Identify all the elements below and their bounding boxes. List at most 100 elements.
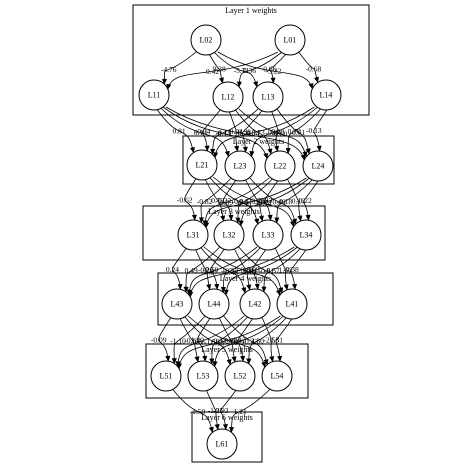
edge-L24-L31 [204, 177, 307, 229]
edge-line [200, 177, 232, 223]
node-L11[interactable]: L11 [138, 79, 170, 111]
node-label: L43 [171, 300, 184, 309]
edge-weight-label: -4.76 [161, 65, 177, 74]
node-circle[interactable] [198, 288, 230, 320]
edge-L14-L23 [249, 106, 319, 158]
edge-weight-label: -0.09 [151, 336, 167, 345]
node-L13[interactable]: L13 [252, 81, 284, 113]
edge-line [275, 315, 295, 362]
edge-weight-label: 1.19 [243, 268, 256, 277]
node-circle[interactable] [186, 149, 218, 181]
node-label: L61 [216, 440, 229, 449]
edge-L44-L51 [171, 315, 206, 365]
node-circle[interactable] [177, 219, 209, 251]
edge-weight-label: -0.89 [217, 198, 233, 207]
edge-weight-label: 0.66 [263, 65, 276, 74]
edge-L21-L34 [212, 176, 295, 228]
edge-line [244, 177, 263, 222]
cluster-title: Layer 2 weights [233, 137, 285, 146]
node-circle[interactable] [224, 360, 256, 392]
edge-line [184, 176, 198, 221]
node-circle[interactable] [276, 288, 308, 320]
node-L43[interactable]: L43 [161, 288, 193, 320]
node-circle[interactable] [252, 81, 284, 113]
node-label: L51 [160, 372, 173, 381]
arrowhead [210, 148, 216, 155]
edge-line [263, 246, 303, 292]
node-L02[interactable]: L02 [190, 24, 222, 56]
node-circle[interactable] [206, 428, 238, 460]
edge-weight-label: -0.22 [296, 196, 312, 205]
edge-L43-L53 [178, 315, 200, 363]
node-L51[interactable]: L51 [150, 360, 182, 392]
edge-L01-L14 [298, 51, 319, 84]
node-circle[interactable] [187, 360, 219, 392]
edge-L51-L61 [171, 387, 214, 434]
edge-L53-L61 [205, 387, 220, 431]
node-L52[interactable]: L52 [224, 360, 256, 392]
node-L14[interactable]: L14 [310, 79, 342, 111]
node-circle[interactable] [138, 79, 170, 111]
cluster-c2: Layer 2 weights [182, 135, 335, 185]
edge-line [178, 315, 199, 362]
edge-L41-L54 [275, 315, 295, 362]
node-L33[interactable]: L33 [252, 219, 284, 251]
node-circle[interactable] [212, 81, 244, 113]
node-label: L14 [320, 91, 333, 100]
node-circle[interactable] [239, 288, 271, 320]
node-circle[interactable] [261, 360, 293, 392]
node-L24[interactable]: L24 [302, 150, 334, 182]
edge-line [212, 108, 259, 155]
node-circle[interactable] [310, 79, 342, 111]
node-L21[interactable]: L21 [186, 149, 218, 181]
node-L44[interactable]: L44 [198, 288, 230, 320]
arrowhead [253, 81, 259, 88]
node-circle[interactable] [290, 219, 322, 251]
arrowhead [226, 359, 232, 366]
node-circle[interactable] [302, 150, 334, 182]
edge-line [171, 387, 213, 433]
arrowhead [263, 359, 269, 366]
edge-weight-label: -0.42 [203, 67, 219, 76]
node-circle[interactable] [190, 24, 222, 56]
node-L42[interactable]: L42 [239, 288, 271, 320]
node-circle[interactable] [274, 24, 306, 56]
node-L61[interactable]: L61 [206, 428, 238, 460]
node-L12[interactable]: L12 [212, 81, 244, 113]
edge-line [154, 106, 194, 153]
edge-line [227, 108, 238, 152]
edge-weight-label: 0.10 [271, 127, 284, 136]
edge-line [303, 177, 321, 221]
arrowhead [254, 218, 260, 225]
edge-weight-label: 1.21 [234, 407, 247, 416]
node-L23[interactable]: L23 [224, 150, 256, 182]
edge-weight-label: -0.81 [259, 267, 275, 276]
node-L31[interactable]: L31 [177, 219, 209, 251]
node-L54[interactable]: L54 [261, 360, 293, 392]
edge-line [205, 177, 307, 228]
node-L01[interactable]: L01 [274, 24, 306, 56]
node-circle[interactable] [264, 150, 296, 182]
node-circle[interactable] [150, 360, 182, 392]
node-L41[interactable]: L41 [276, 288, 308, 320]
node-circle[interactable] [213, 219, 245, 251]
arrowhead [188, 291, 194, 298]
arrowhead [176, 363, 183, 370]
node-circle[interactable] [224, 150, 256, 182]
edge-line [290, 246, 309, 290]
node-label: L31 [187, 231, 200, 240]
edge-L34-L42 [261, 246, 303, 293]
arrowhead [267, 214, 273, 221]
node-circle[interactable] [252, 219, 284, 251]
node-L34[interactable]: L34 [290, 219, 322, 251]
node-L32[interactable]: L32 [213, 219, 245, 251]
edge-weight-label: 0.36 [193, 338, 206, 347]
arrowhead [246, 284, 252, 291]
edge-weight-label: 1.59 [206, 337, 219, 346]
arrowhead [291, 283, 298, 290]
node-L53[interactable]: L53 [187, 360, 219, 392]
edge-weight-label: -5.71 [234, 66, 250, 75]
node-circle[interactable] [161, 288, 193, 320]
node-L22[interactable]: L22 [264, 150, 296, 182]
